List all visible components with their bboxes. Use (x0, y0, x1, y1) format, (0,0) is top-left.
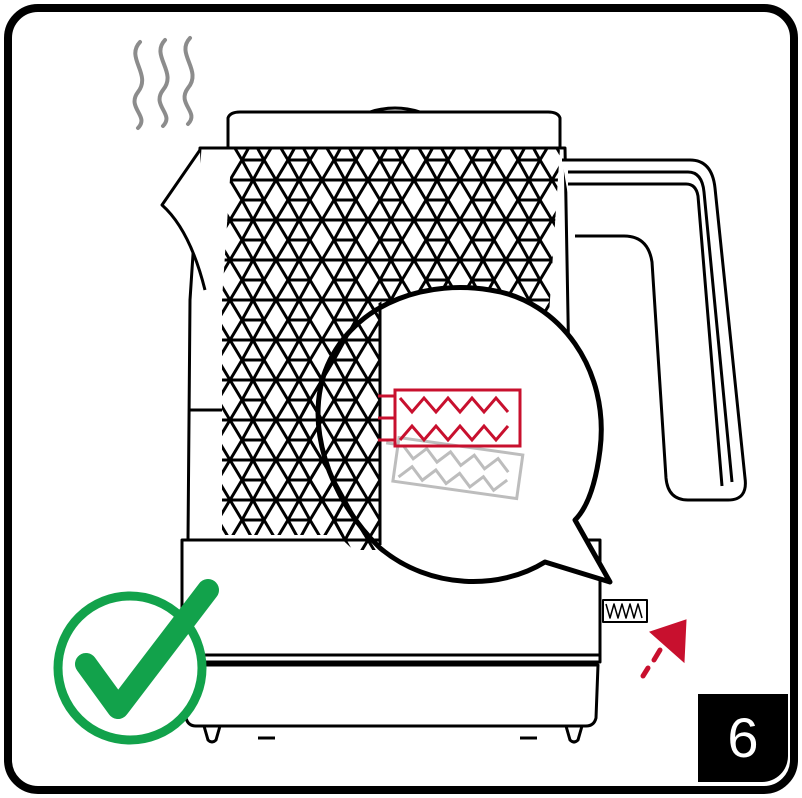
zoom-callout (300, 285, 613, 585)
checkmark-icon (53, 579, 219, 745)
kettle-lid (226, 110, 562, 150)
step-number-badge: 6 (698, 694, 788, 782)
steam-icon (132, 36, 195, 130)
press-arrow-icon (640, 619, 687, 679)
kettle-spout (160, 149, 207, 291)
step-number: 6 (727, 706, 759, 769)
button-active (378, 388, 522, 448)
kettle-handle (562, 158, 747, 502)
